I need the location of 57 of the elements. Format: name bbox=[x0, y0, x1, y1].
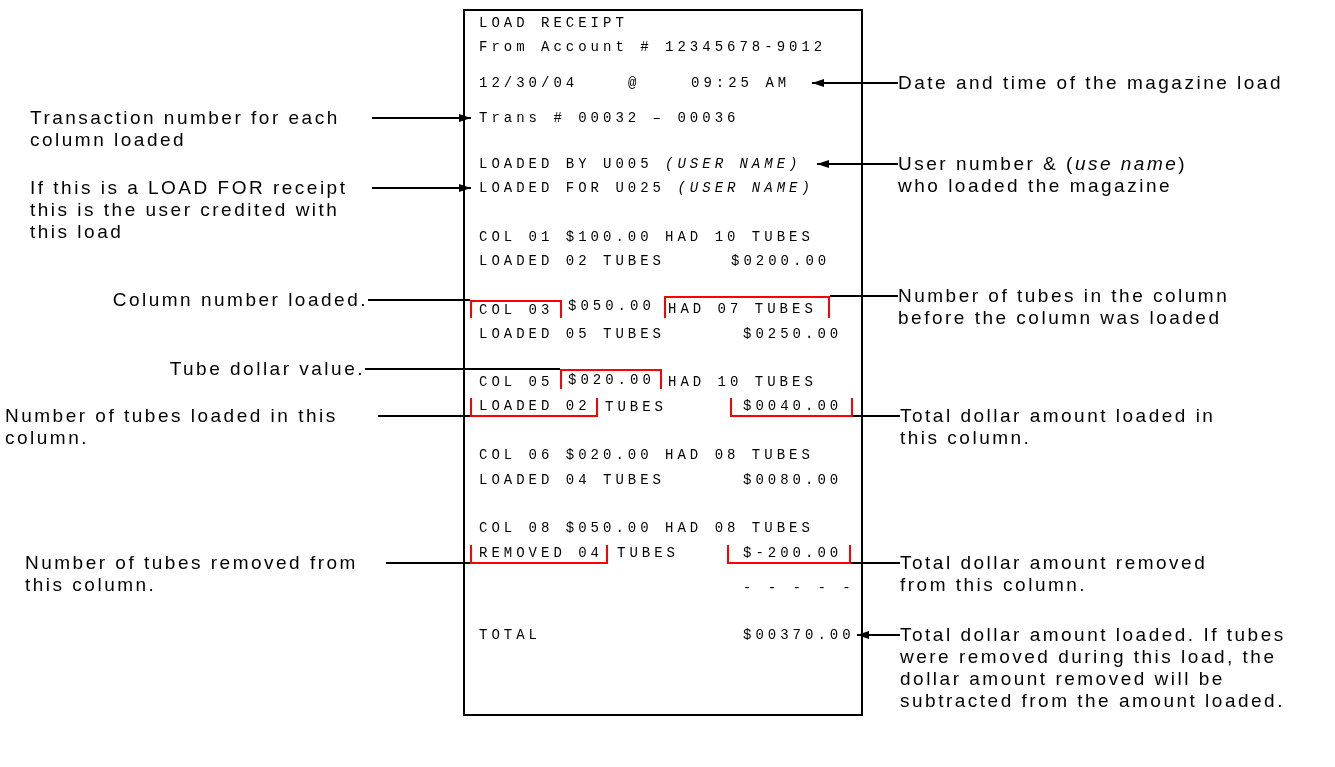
receipt-text: $0250.00 bbox=[743, 326, 843, 343]
arrow bbox=[856, 631, 901, 639]
annotation-text: Tube dollar value. bbox=[60, 358, 365, 380]
arrow bbox=[371, 184, 472, 192]
receipt-text: TUBES bbox=[605, 399, 667, 416]
arrow bbox=[816, 160, 899, 168]
annotation-text: Total dollar amount loaded. If tubes were removed during this load, the dollar amount removed will be subtracted from the amount loaded. bbox=[900, 624, 1320, 734]
bracketed-field: COL 03 bbox=[470, 300, 562, 318]
annotation-text: Number of tubes loaded in this column. bbox=[5, 405, 378, 449]
receipt-text: TUBES bbox=[617, 545, 679, 562]
annotation-text: Total dollar amount loaded in this column. bbox=[900, 405, 1230, 449]
receipt-text: @ bbox=[628, 75, 641, 92]
annotation-text: Number of tubes in the column before the column was loaded bbox=[898, 285, 1243, 329]
receipt-line: LOADED BY U005 (USER NAME) bbox=[479, 156, 817, 173]
arrow bbox=[371, 114, 472, 122]
receipt-text: From Account # 12345678-9012 bbox=[479, 39, 827, 56]
receipt-text: $0200.00 bbox=[731, 253, 831, 270]
annotation-text: Number of tubes removed from this column. bbox=[25, 552, 386, 596]
receipt-line: LOADED FOR U025 (USER NAME) bbox=[471, 180, 821, 197]
receipt-text: LOADED 05 TUBES bbox=[479, 326, 666, 343]
receipt-text: LOADED 04 TUBES bbox=[479, 472, 666, 489]
receipt-text: HAD 10 TUBES bbox=[668, 374, 817, 391]
leader-line bbox=[829, 295, 899, 297]
leader-line bbox=[850, 562, 901, 564]
bracketed-field: $-200.00 bbox=[727, 545, 851, 564]
leader-line bbox=[367, 299, 471, 301]
bracketed-field: $0040.00 bbox=[730, 398, 853, 417]
annotation-text: Column number loaded. bbox=[60, 289, 368, 311]
bracketed-field: $020.00 bbox=[560, 369, 662, 389]
annotation-text: User number & (use name) who loaded the magazine bbox=[898, 153, 1218, 197]
receipt-line: Trans # 00032 – 00036 bbox=[471, 110, 771, 127]
receipt-text: COL 08 $050.00 HAD 08 TUBES bbox=[479, 520, 814, 537]
receipt-text: TOTAL bbox=[479, 627, 541, 644]
annotation-text: If this is a LOAD FOR receipt this is the user credited with this load bbox=[30, 177, 372, 265]
receipt-text: $0080.00 bbox=[743, 472, 843, 489]
leader-line bbox=[364, 368, 561, 370]
leader-line bbox=[385, 562, 471, 564]
receipt-text: - - - - - bbox=[743, 580, 855, 597]
receipt-text: LOAD RECEIPT bbox=[479, 15, 628, 32]
receipt-text: $050.00 bbox=[568, 298, 655, 315]
leader-line bbox=[852, 415, 901, 417]
receipt-text: COL 06 $020.00 HAD 08 TUBES bbox=[479, 447, 814, 464]
receipt-text: COL 05 bbox=[479, 374, 554, 391]
receipt-text: 12/30/04 bbox=[479, 75, 579, 92]
annotation-text: Transaction number for each column loaded bbox=[30, 107, 372, 151]
receipt-text: COL 01 $100.00 HAD 10 TUBES bbox=[479, 229, 814, 246]
bracketed-field: REMOVED 04 bbox=[470, 545, 608, 564]
leader-line bbox=[377, 415, 471, 417]
bracketed-field: LOADED 02 bbox=[470, 398, 598, 417]
receipt-box bbox=[463, 9, 863, 716]
receipt-text: 09:25 AM bbox=[691, 75, 791, 92]
bracketed-field: HAD 07 TUBES bbox=[664, 296, 830, 318]
receipt-text: LOADED 02 TUBES bbox=[479, 253, 666, 270]
annotation-text: Total dollar amount removed from this column. bbox=[900, 552, 1245, 596]
annotation-text: Date and time of the magazine load bbox=[898, 72, 1330, 94]
arrow bbox=[811, 79, 899, 87]
receipt-line: $00370.00 bbox=[743, 627, 857, 644]
